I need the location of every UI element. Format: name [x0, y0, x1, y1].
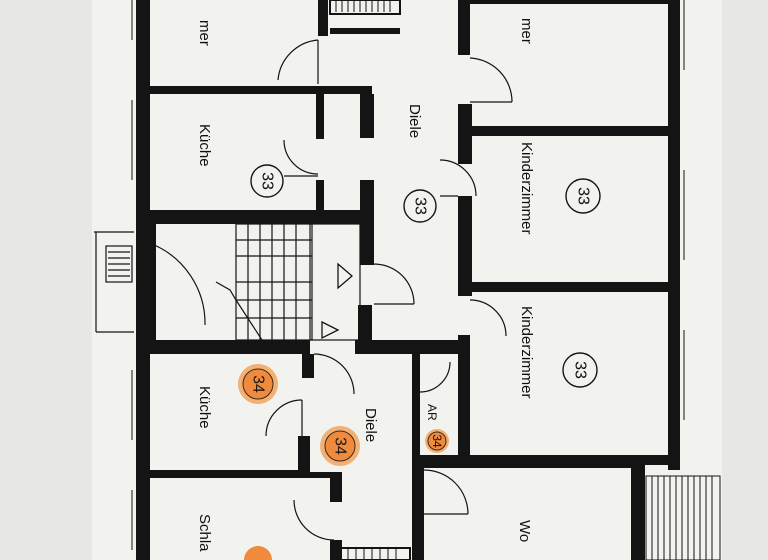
walls — [136, 0, 680, 560]
room-label-ar: AR — [425, 404, 439, 421]
windows — [131, 0, 685, 550]
svg-text:33: 33 — [572, 361, 589, 379]
svg-text:33: 33 — [412, 197, 429, 215]
room-label-top-right: mer — [518, 18, 535, 44]
unit-marker-kinderzimmer-2: 33 — [562, 352, 598, 388]
unit-marker-diele-33: 33 — [403, 189, 437, 223]
unit-marker-kinderzimmer-1: 33 — [565, 178, 601, 214]
balcony — [645, 475, 721, 560]
stair-arrows — [321, 262, 353, 340]
svg-text:33: 33 — [575, 187, 592, 205]
partial-marker-bottom — [244, 546, 272, 560]
svg-text:34: 34 — [250, 375, 267, 393]
svg-text:34: 34 — [332, 437, 349, 455]
door-swings — [265, 39, 513, 541]
room-label-diele-33: Diele — [406, 104, 423, 138]
room-label-kinderzimmer-2: Kinderzimmer — [518, 306, 535, 399]
svg-text:34: 34 — [430, 434, 444, 448]
unit-marker-diele-34: 34 — [320, 426, 360, 466]
room-label-top-left: mer — [196, 20, 213, 46]
unit-marker-kueche-34: 34 — [238, 364, 278, 404]
room-label-kinderzimmer-1: Kinderzimmer — [518, 142, 535, 235]
unit-marker-kueche-33: 33 — [250, 164, 284, 198]
room-label-kueche-34: Küche — [196, 386, 213, 429]
staircase — [215, 223, 361, 341]
room-label-schla: Schla — [196, 514, 213, 552]
bottom-grille — [339, 547, 411, 560]
room-label-diele-34: Diele — [362, 408, 379, 442]
svg-text:33: 33 — [259, 172, 276, 190]
room-label-wo: Wo — [516, 520, 533, 542]
entrance-door — [151, 243, 206, 330]
top-window-grille — [329, 0, 401, 34]
unit-marker-ar-34: 34 — [425, 429, 449, 453]
exterior-grille — [94, 231, 134, 333]
room-label-kueche-33: Küche — [196, 124, 213, 167]
